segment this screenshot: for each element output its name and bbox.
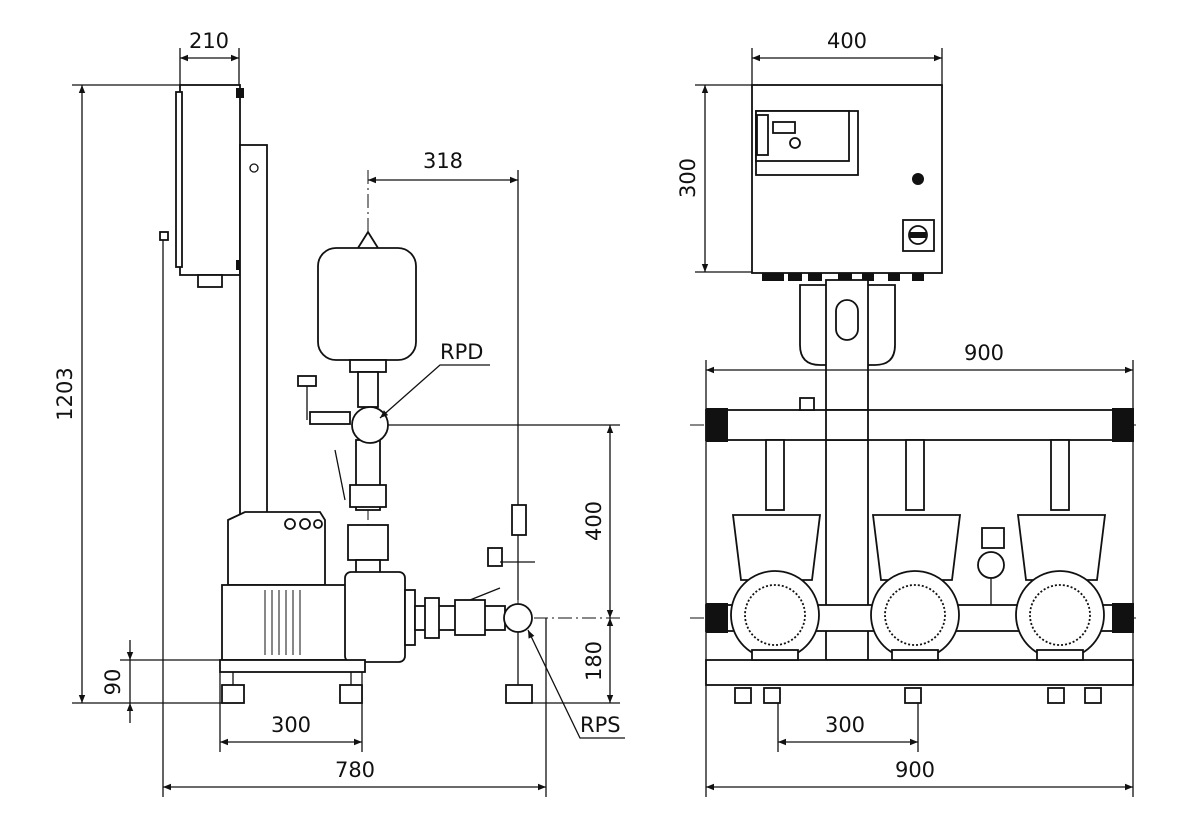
dim-210: 210 [189, 29, 229, 53]
rpd-connection [351, 406, 389, 444]
membrane-tank [317, 230, 417, 373]
front-view: 400 300 900 300 900 [676, 29, 1140, 797]
pump-1 [730, 439, 822, 661]
side-view: 210 1203 318 400 180 90 300 780 RPD RPS [53, 29, 625, 797]
dim-900-base: 900 [895, 758, 935, 782]
dim-900-header: 900 [964, 341, 1004, 365]
dim-318: 318 [423, 149, 463, 173]
side-pump [219, 511, 416, 704]
mast [239, 144, 268, 516]
label-rpd: RPD [440, 340, 483, 364]
indicator-lamp [912, 173, 924, 185]
dim-300-side: 300 [271, 713, 311, 737]
dim-300-box: 300 [676, 158, 700, 198]
pump-2 [870, 439, 962, 661]
control-box [179, 84, 241, 276]
dim-90: 90 [101, 669, 125, 696]
dim-400-height: 400 [582, 501, 606, 541]
dim-1203: 1203 [53, 367, 77, 420]
front-control-box [751, 84, 943, 281]
base-frame [705, 659, 1134, 686]
dim-300-front: 300 [825, 713, 865, 737]
label-rps: RPS [580, 713, 621, 737]
rps-connection [503, 603, 533, 633]
pump-3 [1015, 439, 1107, 661]
center-column [825, 279, 869, 661]
dim-780: 780 [335, 758, 375, 782]
dim-400-width: 400 [827, 29, 867, 53]
dim-180: 180 [582, 641, 606, 681]
